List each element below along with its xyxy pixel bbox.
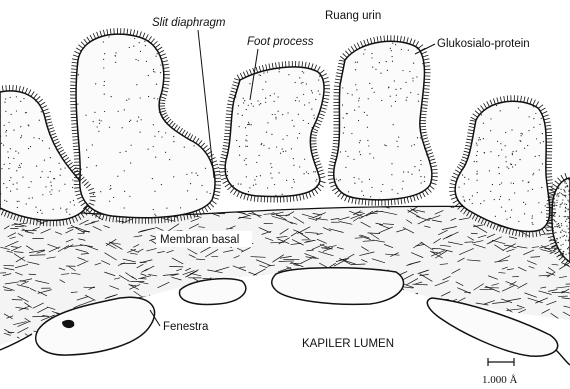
label-membran-basal: Membran basal [160,234,239,246]
label-scale-bar: 1.000 Å [482,374,518,386]
label-slit-diaphragm: Slit diaphragm [152,17,226,29]
scale-bar [488,358,514,366]
label-ruang-urin: Ruang urin [325,10,381,22]
foot-process-3 [225,67,324,197]
label-fenestra: Fenestra [163,321,209,333]
label-kapiler-lumen: KAPILER LUMEN [302,338,394,350]
endothelial-cell-3 [272,268,404,305]
endothelial-tail-right [556,350,570,365]
label-foot-process: Foot process [247,36,314,48]
label-glukosialo-protein: Glukosialo-protein [437,38,530,50]
foot-process-2 [76,34,215,218]
foot-process-4 [334,41,432,200]
